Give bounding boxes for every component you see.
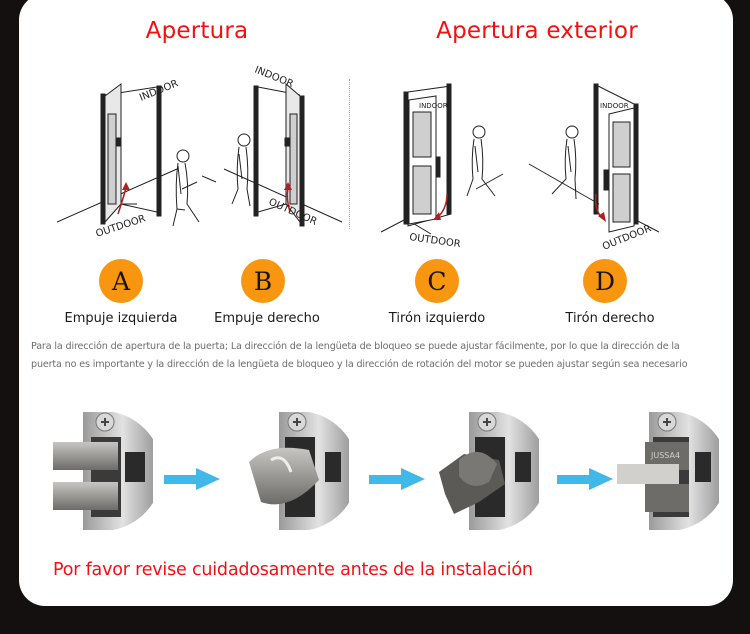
section-title-outward: Apertura exterior [436,18,638,44]
svg-text:INDOOR: INDOOR [253,65,295,91]
svg-text:INDOOR: INDOOR [419,102,448,110]
svg-text:OUTDOOR: OUTDOOR [409,232,462,250]
warning-text: Por favor revise cuidadosamente antes de… [53,560,533,580]
door-push-right-icon: INDOOR OUTDOOR [202,65,343,228]
note-line-2: puerta no es importante y la dirección d… [31,359,688,370]
direction-note: Para la dirección de apertura de la puer… [31,338,731,374]
label-push-right: Empuje derecho [214,311,320,326]
door-pull-right-icon: INDOOR OUTDOOR [528,83,660,253]
label-push-left: Empuje izquierda [64,311,178,326]
svg-text:JUSSA4: JUSSA4 [650,451,680,460]
svg-text:INDOOR: INDOOR [600,102,629,110]
door-pull-left-icon: INDOOR OUTDOOR [381,83,504,250]
section-title-inward: Apertura [145,18,249,44]
note-line-1: Para la dirección de apertura de la puer… [31,341,680,352]
arrow-right-icon [164,468,220,490]
latch-photo-step-3-icon [439,412,539,530]
badge-d: D [583,259,627,303]
section-divider [349,79,350,229]
instruction-card: Apertura Apertura exterior INDOOR OUTDOO… [19,0,733,606]
arrow-right-icon [557,468,613,490]
latch-photo-step-2-icon [249,412,349,530]
badge-c: C [415,259,459,303]
arrow-right-icon [369,468,425,490]
latch-photo-step-4-icon: JUSSA4 [617,412,719,530]
badge-b: B [241,259,285,303]
latch-photo-step-1-icon [53,412,153,530]
label-pull-right: Tirón derecho [565,311,655,326]
badge-a: A [99,259,143,303]
door-push-left-icon: INDOOR OUTDOOR [57,78,200,240]
label-pull-left: Tirón izquierdo [388,311,486,326]
